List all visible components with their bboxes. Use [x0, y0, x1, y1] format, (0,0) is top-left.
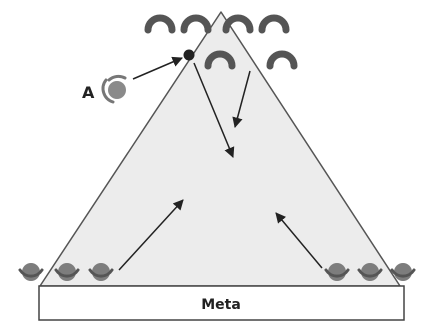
person-icon [390, 263, 416, 281]
person-icon [180, 14, 212, 34]
arrow-bottom-left-to-center [118, 199, 184, 271]
person-icon [88, 263, 114, 281]
person-icon [18, 263, 44, 281]
person-icon [324, 263, 350, 281]
bottom-right-people-group [324, 263, 416, 281]
person-a: A [82, 74, 127, 104]
goal-base: Meta [38, 285, 405, 321]
arrow-top-right-to-center [232, 70, 251, 129]
person-icon [204, 50, 236, 70]
arrow-dot-to-center [193, 62, 235, 158]
arrow-bottom-right-to-center [275, 212, 323, 269]
goal-base-label: Meta [201, 297, 241, 313]
person-icon [357, 263, 383, 281]
bottom-left-people-group [18, 263, 114, 281]
person-icon [54, 263, 80, 281]
arrows [118, 56, 323, 271]
person-icon [222, 14, 254, 34]
focal-point-dot [183, 49, 195, 61]
person-a-icon [101, 74, 127, 104]
person-a-label: A [82, 83, 95, 102]
person-icon [258, 14, 290, 34]
person-icon [144, 14, 176, 34]
goal-base-box [38, 285, 405, 321]
top-people-group [144, 14, 298, 70]
arrow-a-to-dot [132, 56, 183, 80]
person-icon [266, 50, 298, 70]
